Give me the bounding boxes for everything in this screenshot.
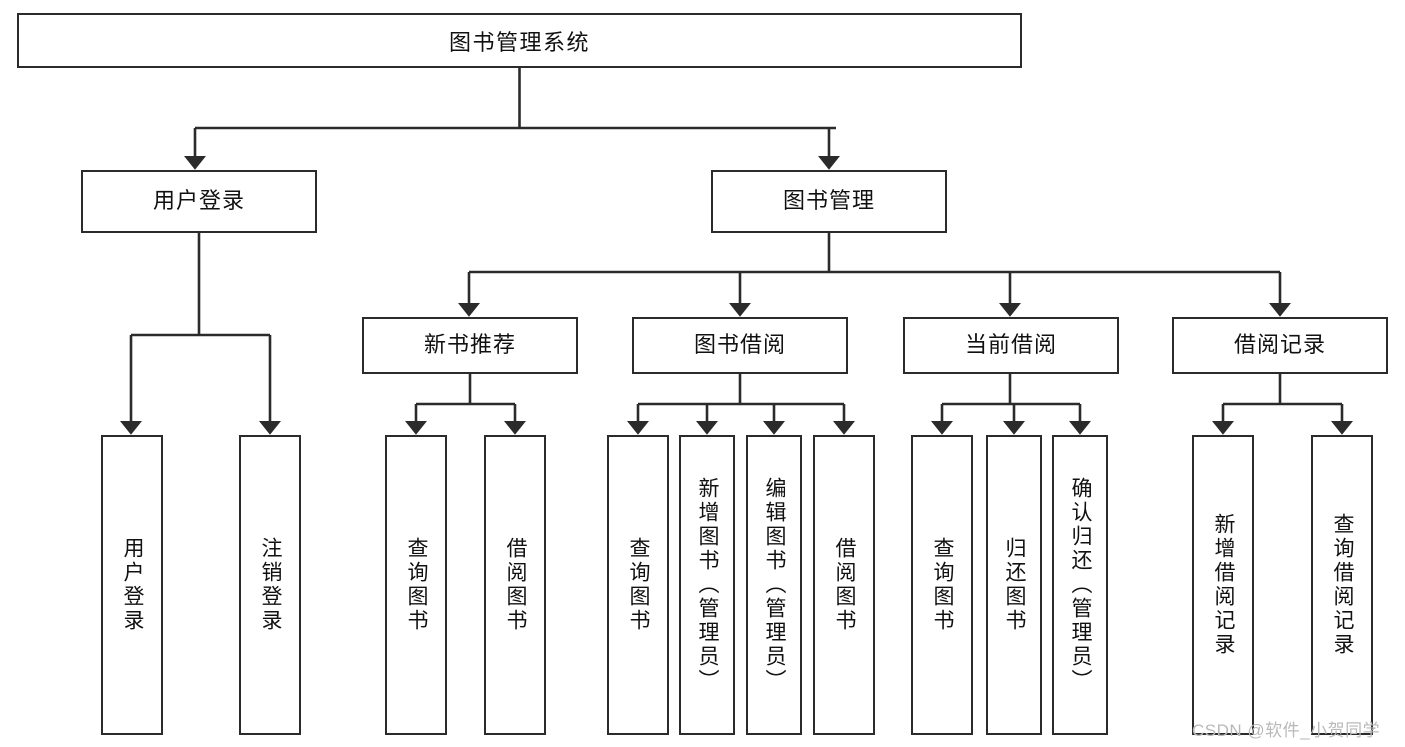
node-book-borrow[interactable]: 图书借阅 bbox=[632, 317, 848, 374]
leaf-edit-book-admin-label: 编辑图书（管理员） bbox=[763, 477, 787, 693]
leaf-logout[interactable]: 注销登录 bbox=[239, 435, 301, 735]
node-new-book-recommend-label: 新书推荐 bbox=[423, 332, 516, 358]
node-current-borrow[interactable]: 当前借阅 bbox=[903, 317, 1119, 374]
leaf-query-borrow-record-label: 查询借阅记录 bbox=[1331, 513, 1355, 657]
leaf-add-borrow-record-label: 新增借阅记录 bbox=[1212, 513, 1236, 657]
node-current-borrow-label: 当前借阅 bbox=[964, 332, 1057, 358]
leaf-logout-label: 注销登录 bbox=[259, 537, 283, 633]
leaf-borrow-book-recommend-label: 借阅图书 bbox=[504, 537, 528, 633]
leaf-confirm-return-admin-label: 确认归还（管理员） bbox=[1069, 477, 1093, 693]
leaf-borrow-book[interactable]: 借阅图书 bbox=[813, 435, 875, 735]
leaf-edit-book-admin[interactable]: 编辑图书（管理员） bbox=[746, 435, 802, 735]
node-book-management-label: 图书管理 bbox=[782, 188, 875, 214]
leaf-query-book-borrow-label: 查询图书 bbox=[627, 537, 651, 633]
leaf-query-book-current-label: 查询图书 bbox=[931, 537, 955, 633]
node-new-book-recommend[interactable]: 新书推荐 bbox=[362, 317, 578, 374]
leaf-add-borrow-record[interactable]: 新增借阅记录 bbox=[1192, 435, 1254, 735]
leaf-query-book-borrow[interactable]: 查询图书 bbox=[607, 435, 669, 735]
node-borrow-record-label: 借阅记录 bbox=[1233, 332, 1326, 358]
leaf-add-book-admin[interactable]: 新增图书（管理员） bbox=[679, 435, 735, 735]
leaf-query-book-recommend[interactable]: 查询图书 bbox=[385, 435, 447, 735]
node-book-management[interactable]: 图书管理 bbox=[711, 170, 947, 233]
leaf-return-book[interactable]: 归还图书 bbox=[986, 435, 1042, 735]
node-borrow-record[interactable]: 借阅记录 bbox=[1172, 317, 1388, 374]
node-root-label: 图书管理系统 bbox=[448, 29, 590, 55]
leaf-user-login[interactable]: 用户登录 bbox=[101, 435, 163, 735]
node-book-borrow-label: 图书借阅 bbox=[693, 332, 786, 358]
leaf-return-book-label: 归还图书 bbox=[1003, 537, 1027, 633]
leaf-borrow-book-label: 借阅图书 bbox=[833, 537, 857, 633]
leaf-user-login-label: 用户登录 bbox=[121, 537, 145, 633]
node-root[interactable]: 图书管理系统 bbox=[17, 13, 1022, 68]
leaf-add-book-admin-label: 新增图书（管理员） bbox=[696, 477, 720, 693]
leaf-query-book-current[interactable]: 查询图书 bbox=[911, 435, 973, 735]
leaf-query-borrow-record[interactable]: 查询借阅记录 bbox=[1311, 435, 1373, 735]
leaf-query-book-recommend-label: 查询图书 bbox=[405, 537, 429, 633]
leaf-borrow-book-recommend[interactable]: 借阅图书 bbox=[484, 435, 546, 735]
watermark: CSDN @软件_小贺同学 bbox=[1192, 721, 1381, 740]
leaf-confirm-return-admin[interactable]: 确认归还（管理员） bbox=[1052, 435, 1108, 735]
node-user-login[interactable]: 用户登录 bbox=[81, 170, 317, 233]
node-user-login-label: 用户登录 bbox=[152, 188, 245, 214]
